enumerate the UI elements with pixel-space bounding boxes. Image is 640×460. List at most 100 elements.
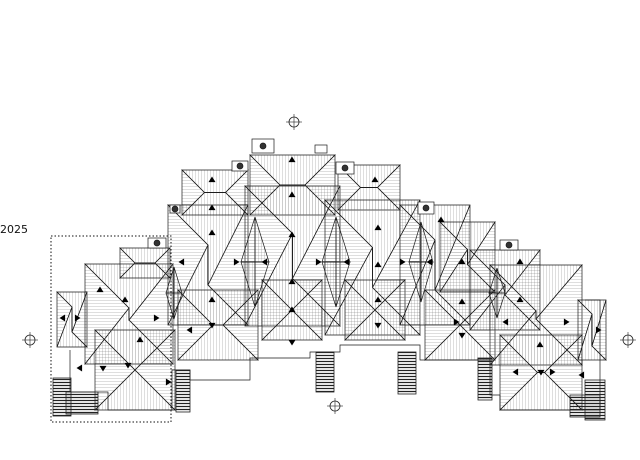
roof-face [165,266,175,294]
roof-face [261,279,293,341]
slope-arrow [288,231,296,238]
roof-face [181,169,205,216]
roof-face [240,216,256,263]
slope-arrow [374,261,382,268]
hip-roof-left-front [94,329,176,411]
slope-arrow [371,176,379,183]
vent-circle [171,205,179,213]
stair-flight [315,351,335,393]
hip-roof-left-rear [119,247,171,279]
vent-circle [422,204,430,212]
exterior-stairs [52,351,606,421]
slope-arrow [288,339,296,346]
slope-arrow [208,176,216,183]
slope-arrow [516,296,524,303]
hip-roof-center-front [261,279,323,341]
section-marker [286,114,302,130]
roof-face [337,164,361,211]
slope-arrow [426,258,433,266]
stair-flight [569,394,601,418]
slope-arrow [502,318,509,326]
slope-arrow [261,258,268,266]
section-marker [327,398,343,414]
roof-box [314,144,328,154]
vent-circle [505,241,513,249]
slope-arrow [537,369,545,376]
hip-roof-left-wing [56,291,88,348]
slope-arrow [153,314,160,322]
drawing-year-label: 2025 [0,223,28,236]
slope-arrow [399,258,406,266]
slope-arrow [563,318,570,326]
slope-arrow [374,296,382,303]
slope-arrows [59,156,602,386]
roof-details [69,138,601,411]
vent-circle [341,164,349,172]
slope-arrow [536,341,544,348]
slope-arrow [374,322,382,329]
slope-arrow [288,278,296,285]
slope-arrow [178,258,185,266]
slope-arrow [186,326,193,334]
stair-flight [477,357,493,401]
pyramid-roof-west-edge [165,266,183,320]
slope-arrow [516,258,524,265]
slope-arrow [74,314,81,322]
slope-arrow [458,258,466,265]
slope-arrow [453,318,460,326]
roof-face [94,329,136,411]
hip-roof-right-front [499,334,583,411]
slope-arrow [578,371,585,379]
slope-arrow [121,296,129,303]
eave-outline [69,299,601,411]
slope-arrow [458,298,466,305]
vent-circle [236,162,244,170]
roof-planes [56,154,607,411]
roof-face [439,221,468,294]
slope-arrow [437,216,445,223]
roof-face [119,247,136,279]
roof-face [177,289,214,361]
slope-arrow [136,336,144,343]
hip-roof-center-right-front [344,279,406,341]
slope-arrow [374,224,382,231]
slope-arrow [343,258,350,266]
slope-arrow [315,258,322,266]
roof-face [577,299,593,361]
slope-arrow [208,204,216,211]
roof-face [321,216,337,263]
slope-arrow [288,156,296,163]
section-marker [620,332,636,348]
hip-roof-west-top [181,169,249,216]
section-marker [22,332,38,348]
pyramid-roof-far-east [488,267,506,319]
stair-flight [65,391,99,415]
roof-face [499,334,538,411]
slope-arrow [76,364,83,372]
slope-arrow [208,229,216,236]
slope-arrow [288,191,296,198]
stair-flight [397,351,417,395]
roof-face [424,289,461,361]
orientation-markers [22,114,636,414]
vent-circle [259,142,267,150]
roof-face [344,279,376,341]
slope-arrow [99,365,107,372]
stair-flight [175,369,191,413]
vent-circle [153,239,161,247]
roof-face [469,249,506,332]
roof-face [488,267,498,294]
pyramid-roof-east [408,221,434,303]
slope-arrow [59,314,66,322]
slope-arrow [512,368,519,376]
slope-arrow [124,362,132,369]
pyramid-roof-center-right [321,216,351,308]
slope-arrow [208,296,216,303]
slope-arrow [233,258,240,266]
slope-arrow [458,332,466,339]
roof-face [408,221,422,263]
slope-arrow [208,322,216,329]
slope-arrow [96,286,104,293]
slope-arrow [288,306,296,313]
